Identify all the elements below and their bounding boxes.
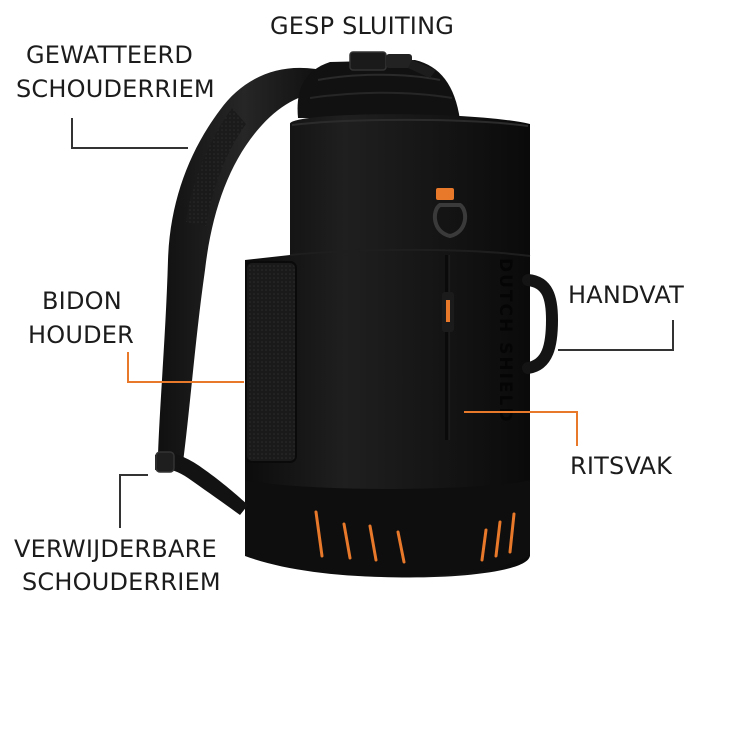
strap-padding-texture: [186, 108, 246, 226]
label-bottle-holder-line1: BIDON: [42, 287, 122, 315]
label-padded-strap-line2: SCHOUDERRIEM: [16, 75, 215, 103]
roll-top: [297, 60, 460, 120]
label-bottle-holder-line2: HOUDER: [28, 321, 135, 349]
leader-line-padded-strap: [71, 118, 188, 149]
handle-strap: [522, 274, 559, 374]
bottle-holder-pocket: [245, 261, 297, 463]
leader-line-zip-pocket: [464, 411, 578, 446]
removable-strap-attachment: [155, 452, 248, 515]
label-zip-pocket: RITSVAK: [570, 452, 673, 480]
label-buckle: GESP SLUITING: [270, 12, 455, 40]
buckle-icon: [349, 51, 436, 78]
d-ring-icon: [432, 188, 468, 239]
label-handle: HANDVAT: [568, 281, 684, 309]
reflective-stripes: [314, 510, 516, 564]
leader-line-removable-strap: [119, 474, 148, 528]
label-removable-strap-line2: SCHOUDERRIEM: [22, 568, 221, 596]
leader-line-handle: [558, 320, 674, 351]
label-removable-strap-line1: VERWIJDERBARE: [14, 535, 217, 563]
leader-line-bottle-holder: [127, 352, 244, 383]
brand-print: DUTCH SHIELD: [495, 258, 515, 424]
zipper-icon: [442, 255, 454, 440]
bag-base-panel: [245, 480, 530, 577]
label-padded-strap-line1: GEWATTEERD: [26, 41, 194, 69]
